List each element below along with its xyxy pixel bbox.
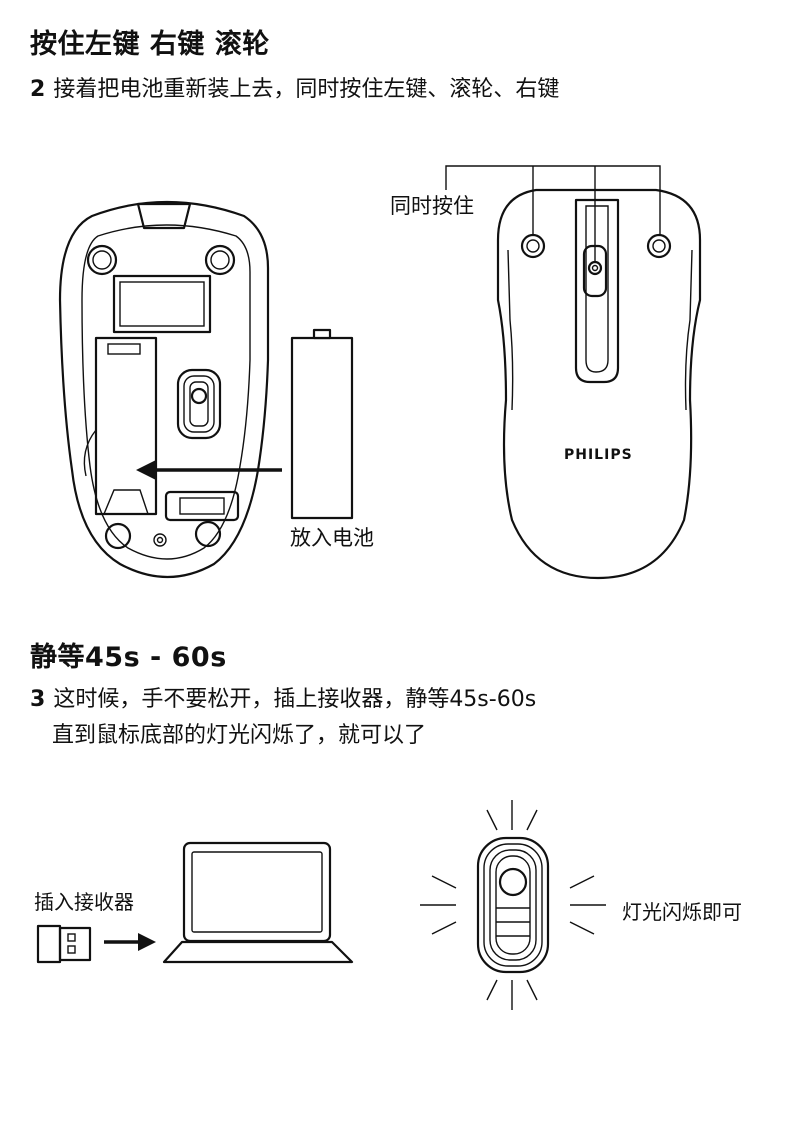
press-together-label: 同时按住: [390, 194, 474, 218]
mouse-top-icon: [445, 165, 702, 580]
section2-title: 静等45s - 60s: [30, 642, 227, 673]
step2-instruction: 2 接着把电池重新装上去，同时按住左键、滚轮、右键: [30, 76, 559, 104]
step3-instruction: 3 这时候，手不要松开，插上接收器，静等45s-60s: [30, 686, 536, 714]
light-blink-label: 灯光闪烁即可: [622, 900, 742, 924]
insert-battery-label: 放入电池: [290, 526, 374, 550]
step2-text: 接着把电池重新装上去，同时按住左键、滚轮、右键: [53, 77, 560, 102]
battery-icon: [290, 328, 354, 520]
step3-line1: 这时候，手不要松开，插上接收器，静等45s-60s: [53, 687, 537, 712]
brand-logo: PHILIPS: [564, 447, 633, 463]
laptop-icon: [162, 841, 354, 964]
arrow-left-icon: [136, 460, 282, 480]
step3-line2: 直到鼠标底部的灯光闪烁了，就可以了: [52, 723, 427, 748]
step3-number: 3: [30, 687, 46, 712]
mouse-bottom-icon: [58, 200, 270, 578]
blinking-sensor-icon: [420, 800, 606, 1010]
usb-receiver-icon: [36, 924, 92, 964]
step2-number: 2: [30, 77, 46, 102]
insert-receiver-label: 插入接收器: [34, 890, 134, 914]
section1-title: 按住左键 右键 滚轮: [30, 29, 270, 60]
arrow-right-icon: [104, 933, 156, 951]
